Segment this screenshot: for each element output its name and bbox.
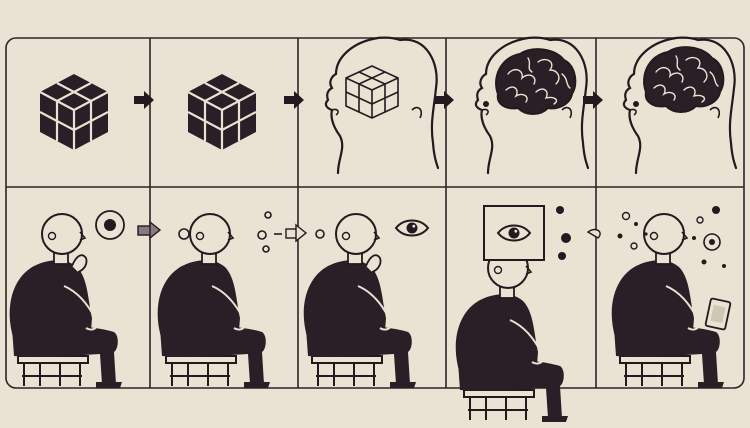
panel-cube-2 <box>186 72 258 152</box>
panel-head-brain-2 <box>622 36 738 175</box>
eye-icon <box>395 219 429 237</box>
seated-person-icon <box>454 247 569 423</box>
eye-dot-icon <box>633 101 639 107</box>
brain-icon <box>495 48 577 116</box>
arrow-outline-icon <box>137 220 162 240</box>
box-head-icon <box>483 205 545 261</box>
panel-eye-head <box>454 205 601 423</box>
wireframe-cube-icon <box>345 65 399 119</box>
arrow-right-icon <box>134 91 154 109</box>
arrow-right-icon <box>284 91 304 109</box>
droplet-icon <box>586 228 601 239</box>
seated-person-icon <box>302 213 417 389</box>
brain-icon <box>643 46 725 114</box>
seated-person-icon <box>8 213 124 389</box>
cube-icon <box>38 72 110 152</box>
panel-phone <box>610 206 732 389</box>
panel-cube-1 <box>38 72 110 152</box>
thought-bubble-icon <box>95 210 125 240</box>
cube-icon <box>186 72 258 152</box>
seated-person-icon <box>610 213 725 389</box>
panel-head-cube <box>324 36 440 175</box>
seated-person-icon <box>156 213 271 389</box>
eye-icon <box>497 224 531 242</box>
thought-dots-icon <box>178 211 325 253</box>
panel-thinker-1 <box>8 210 125 389</box>
dashed-arrow-icon <box>274 223 308 243</box>
phone-icon <box>704 297 732 331</box>
panel-head-brain-1 <box>474 36 590 175</box>
panel-thinker-3 <box>302 213 429 389</box>
arrow-right-icon <box>434 91 454 109</box>
scatter-particles-icon <box>617 206 726 268</box>
floating-dots-icon <box>556 206 571 260</box>
eye-dot-icon <box>483 101 489 107</box>
panel-thinker-2 <box>156 211 325 389</box>
